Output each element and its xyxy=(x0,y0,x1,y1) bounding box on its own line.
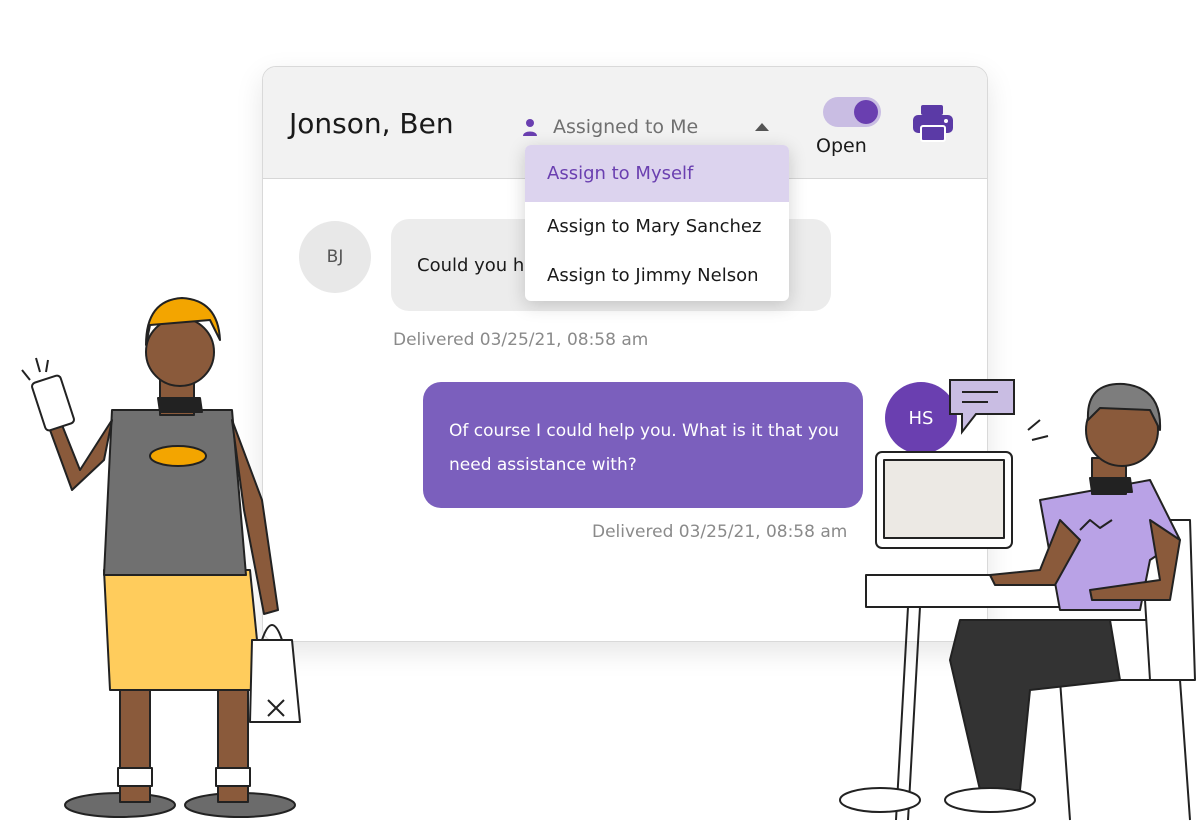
caret-up-icon xyxy=(755,123,769,131)
message-delivered-status: Delivered 03/25/21, 08:58 am xyxy=(592,522,848,542)
standing-person-illustration xyxy=(21,297,301,818)
contact-name: Jonson, Ben xyxy=(289,107,454,140)
person-icon xyxy=(519,116,541,138)
open-status-label: Open xyxy=(816,135,867,157)
assignment-menu: Assign to Myself Assign to Mary Sanchez … xyxy=(525,145,789,301)
print-button[interactable] xyxy=(911,103,955,143)
assignment-selected-label: Assigned to Me xyxy=(553,116,699,138)
message-text: Of course I could help you. What is it t… xyxy=(449,421,840,475)
printer-icon xyxy=(913,105,953,142)
menu-item-assign-to-mary-sanchez[interactable]: Assign to Mary Sanchez xyxy=(547,216,762,237)
outgoing-message-bubble: Of course I could help you. What is it t… xyxy=(423,382,863,508)
menu-item-assign-to-jimmy-nelson[interactable]: Assign to Jimmy Nelson xyxy=(547,265,759,286)
avatar-bj: BJ xyxy=(299,221,371,293)
toggle-knob xyxy=(854,100,878,124)
message-delivered-status: Delivered 03/25/21, 08:58 am xyxy=(393,330,649,350)
open-status-toggle[interactable] xyxy=(823,97,881,127)
avatar-initials: BJ xyxy=(326,247,344,267)
message-text: Could you h xyxy=(417,255,525,276)
avatar-hs: HS xyxy=(885,382,957,454)
assignment-dropdown[interactable]: Assigned to Me xyxy=(519,109,769,145)
avatar-initials: HS xyxy=(908,407,934,429)
menu-item-assign-to-myself[interactable]: Assign to Myself xyxy=(525,145,789,202)
